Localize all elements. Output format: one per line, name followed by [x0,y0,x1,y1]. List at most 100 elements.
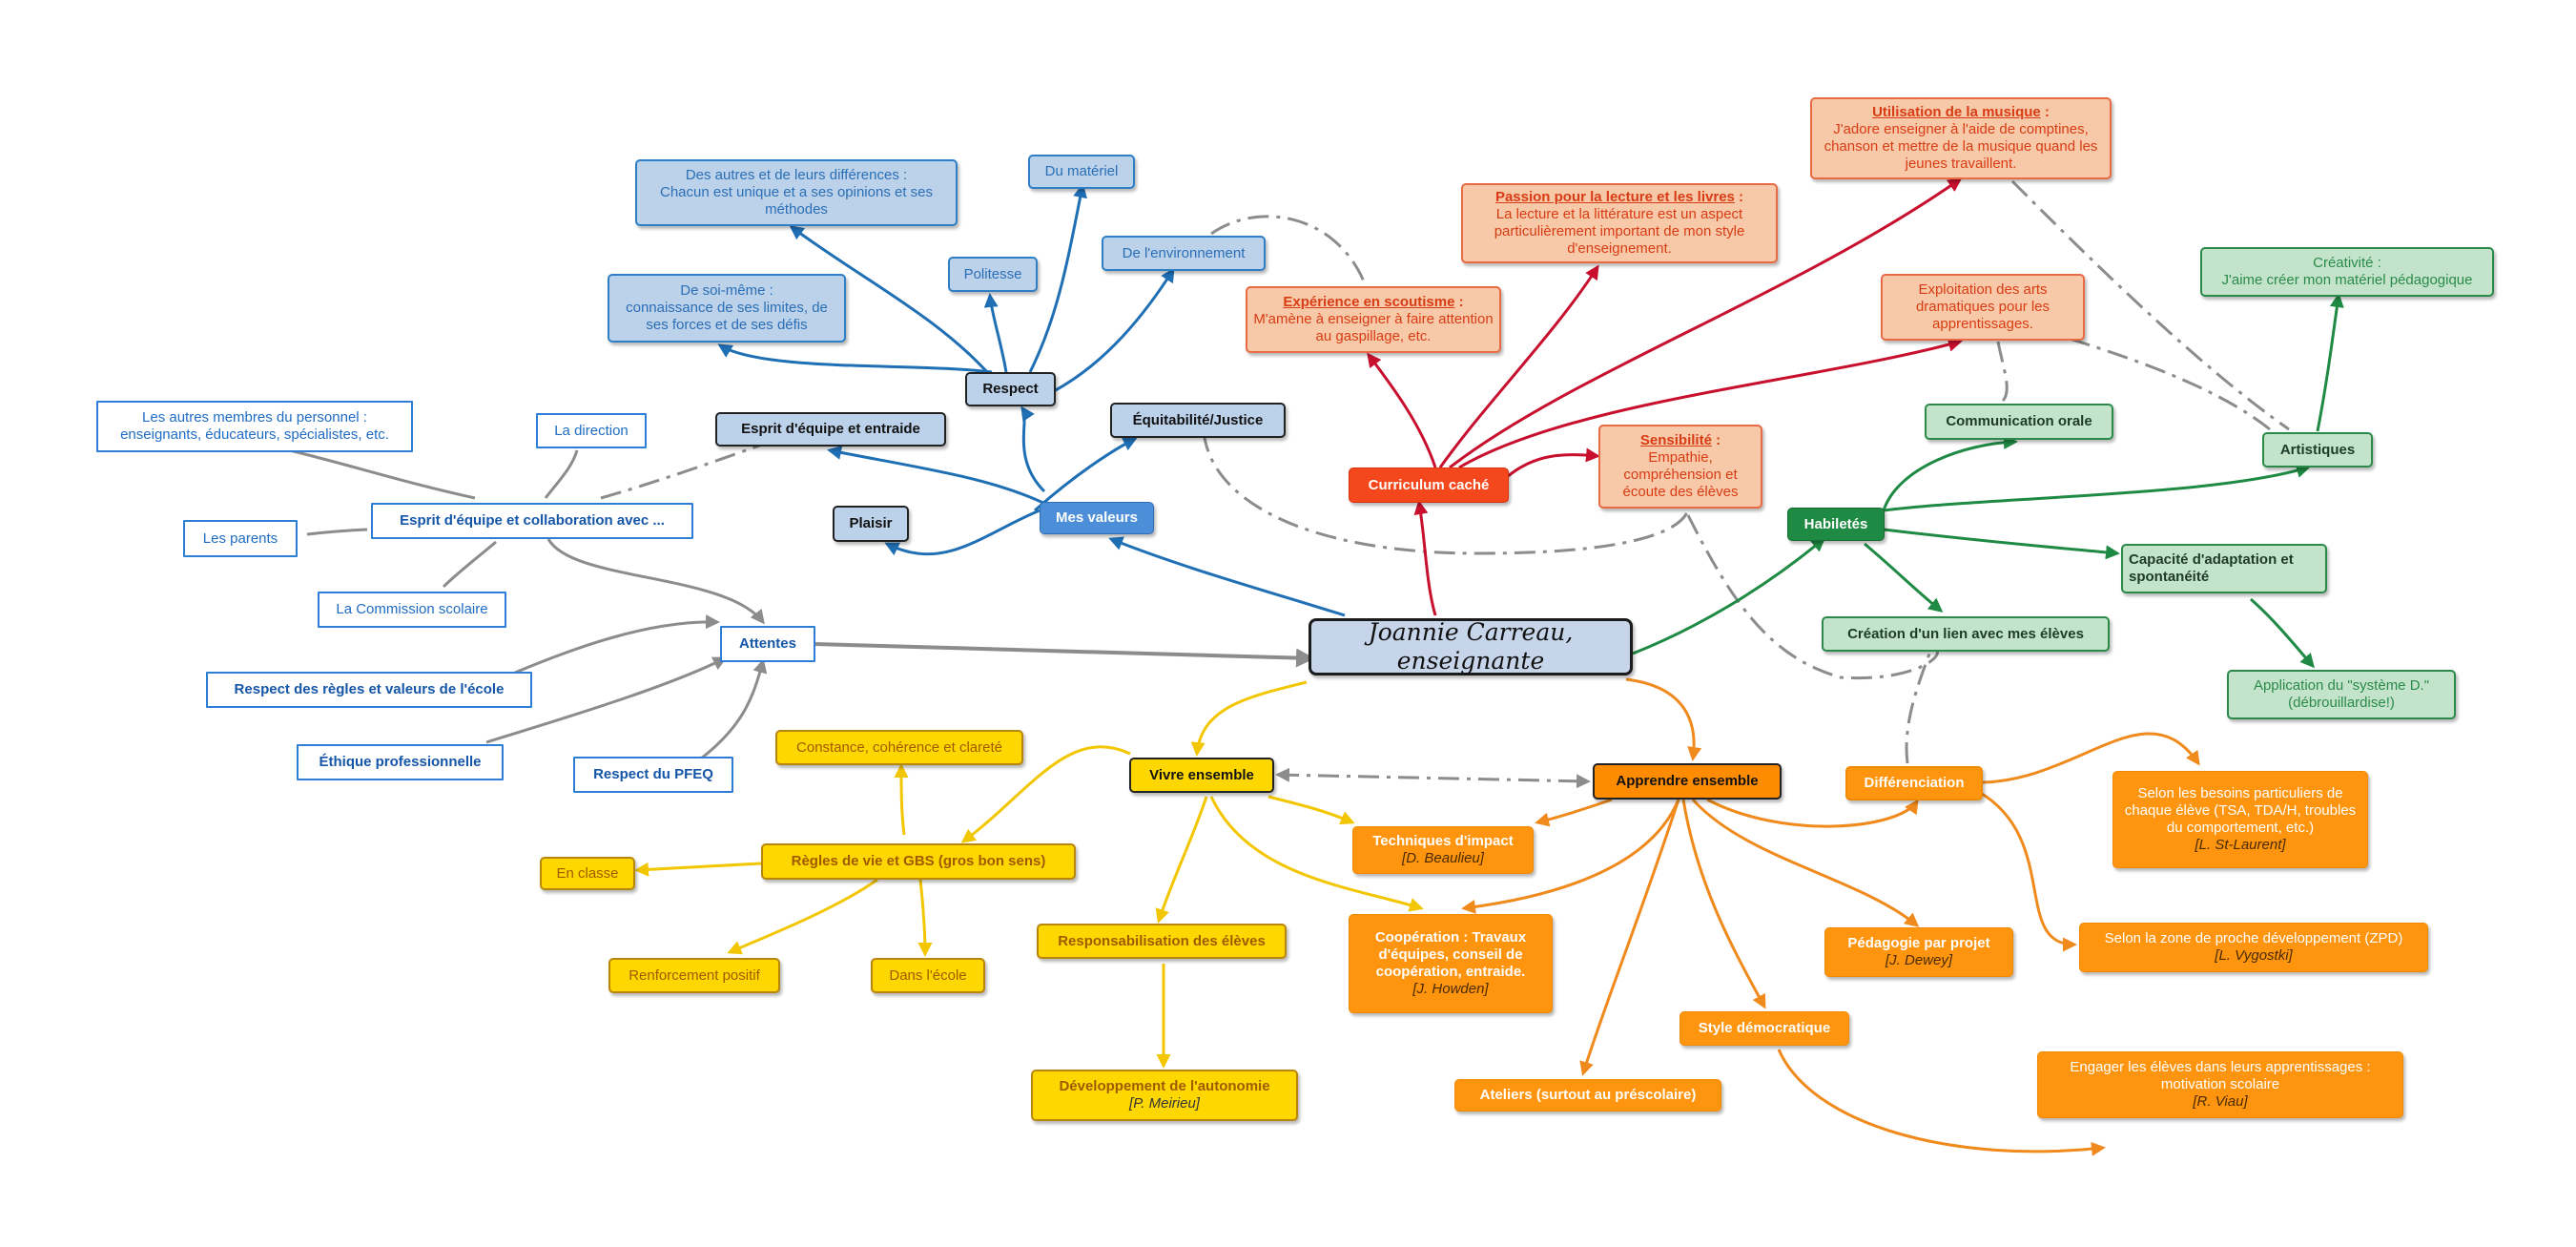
node-vivre-ensemble[interactable]: Vivre ensemble [1129,758,1274,793]
node-musique[interactable]: Utilisation de la musique : J'adore ense… [1810,97,2112,179]
node-soi-meme[interactable]: De soi-même :connaissance de ses limites… [608,274,846,343]
scoutisme-text: M'amène à enseigner à faire attention au… [1253,311,1494,344]
node-habiletes[interactable]: Habiletés [1787,508,1885,541]
autres-title: Des autres et de leurs différences : [685,167,908,183]
node-respect-regles[interactable]: Respect des règles et valeurs de l'école [206,672,532,708]
node-autonomie[interactable]: Développement de l'autonomie[P. Meirieu] [1031,1070,1298,1121]
node-respect[interactable]: Respect [965,372,1056,406]
creativite-title: Créativité : [2313,255,2381,271]
node-politesse[interactable]: Politesse [948,257,1038,292]
node-dans-ecole[interactable]: Dans l'école [871,958,985,993]
soi-meme-title: De soi-même : [680,282,773,299]
node-communication[interactable]: Communication orale [1925,404,2113,440]
cooperation-title: Coopération : Travaux d'équipes, conseil… [1374,929,1527,980]
node-engager[interactable]: Engager les élèves dans leurs apprentiss… [2037,1051,2403,1118]
node-sensibilite[interactable]: Sensibilité : Empathie, compréhension et… [1598,425,1762,509]
node-parents[interactable]: Les parents [183,520,298,557]
apprendre-label: Apprendre ensemble [1616,773,1759,789]
artistiques-label: Artistiques [2279,441,2356,458]
autres-text: Chacun est unique et a ses opinions et s… [659,184,934,218]
node-lien[interactable]: Création d'un lien avec mes élèves [1822,616,2110,652]
node-scoutisme[interactable]: Expérience en scoutisme : M'amène à ense… [1246,286,1501,353]
node-materiel[interactable]: Du matériel [1028,155,1135,189]
commission-label: La Commission scolaire [336,601,488,617]
scoutisme-title: Expérience en scoutisme [1283,294,1455,310]
pfeq-label: Respect du PFEQ [593,766,713,782]
node-esprit-equipe[interactable]: Esprit d'équipe et entraide [715,412,946,447]
node-renforcement[interactable]: Renforcement positif [608,958,780,993]
lecture-title: Passion pour la lecture et les livres [1494,189,1735,205]
engager-text: Engager les élèves dans leurs apprentiss… [2070,1059,2371,1092]
node-direction[interactable]: La direction [536,413,647,448]
node-esprit-collab[interactable]: Esprit d'équipe et collaboration avec ..… [371,503,693,539]
node-pedagogie[interactable]: Pédagogie par projet[J. Dewey] [1824,927,2013,977]
node-apprendre-ensemble[interactable]: Apprendre ensemble [1593,763,1782,800]
style-label: Style démocratique [1698,1020,1831,1036]
node-autres[interactable]: Des autres et de leurs différences :Chac… [635,159,958,226]
besoins-text: Selon les besoins particuliers de chaque… [2124,785,2357,836]
creativite-text: J'aime créer mon matériel pédagogique [2221,272,2473,288]
node-creativite[interactable]: Créativité :J'aime créer mon matériel pé… [2200,247,2494,297]
ethique-label: Éthique professionnelle [319,754,482,770]
materiel-label: Du matériel [1044,163,1119,179]
node-arts[interactable]: Exploitation des arts dramatiques pour l… [1881,274,2085,341]
node-ethique[interactable]: Éthique professionnelle [297,744,504,780]
node-regles[interactable]: Règles de vie et GBS (gros bon sens) [761,843,1076,880]
node-plaisir[interactable]: Plaisir [833,506,909,542]
node-environnement[interactable]: De l'environnement [1102,236,1266,271]
node-ateliers[interactable]: Ateliers (surtout au préscolaire) [1454,1079,1721,1112]
node-lecture[interactable]: Passion pour la lecture et les livres : … [1461,183,1778,263]
respect-regles-label: Respect des règles et valeurs de l'école [234,681,505,697]
autonomie-title: Développement de l'autonomie [1059,1078,1270,1094]
node-zpd[interactable]: Selon la zone de proche développement (Z… [2079,923,2428,972]
center-node[interactable]: Joannie Carreau, enseignante [1309,618,1633,675]
sensibilite-text: Empathie, compréhension et écoute des él… [1622,449,1739,500]
node-style[interactable]: Style démocratique [1680,1011,1849,1046]
pedagogie-ref: [J. Dewey] [1885,952,1953,968]
node-cooperation[interactable]: Coopération : Travaux d'équipes, conseil… [1349,914,1553,1013]
node-artistiques[interactable]: Artistiques [2262,432,2373,468]
node-pfeq[interactable]: Respect du PFEQ [573,757,733,793]
systeme-d-label: Application du "système D." (débrouillar… [2253,677,2430,711]
node-en-classe[interactable]: En classe [540,857,635,890]
node-constance[interactable]: Constance, cohérence et clareté [775,730,1023,765]
musique-text: J'adore enseigner à l'aide de comptines,… [1824,121,2098,172]
node-techniques[interactable]: Techniques d'impact[D. Beaulieu] [1352,826,1534,874]
environnement-label: De l'environnement [1122,244,1246,261]
node-systeme-d[interactable]: Application du "système D." (débrouillar… [2227,670,2456,719]
arts-text: Exploitation des arts dramatiques pour l… [1915,281,2050,332]
lecture-text: La lecture et la littérature est un aspe… [1494,206,1745,257]
links-gray-dashed [600,179,2290,764]
engager-ref: [R. Viau] [2193,1093,2248,1110]
direction-label: La direction [554,422,629,439]
node-curriculum[interactable]: Curriculum caché [1349,468,1509,503]
besoins-ref: [L. St-Laurent] [2195,837,2286,853]
lecture-colon: : [1734,189,1744,205]
links-yellow [634,680,1424,1069]
links-gray [280,447,1591,789]
sensibilite-title: Sensibilité [1639,432,1712,448]
node-responsabilisation[interactable]: Responsabilisation des élèves [1037,924,1287,959]
node-besoins[interactable]: Selon les besoins particuliers de chaque… [2112,771,2368,868]
node-adaptation[interactable]: Capacité d'adaptation et spontanéité [2121,544,2327,593]
node-personnel[interactable]: Les autres membres du personnel : enseig… [96,401,413,452]
node-equite[interactable]: Équitabilité/Justice [1110,403,1286,438]
sensibilite-colon: : [1711,432,1721,448]
techniques-ref: [D. Beaulieu] [1402,850,1484,866]
links-green [1632,293,2344,669]
esprit-equipe-label: Esprit d'équipe et entraide [741,421,920,437]
node-differenciation[interactable]: Différenciation [1845,766,1983,800]
differenciation-label: Différenciation [1864,775,1965,791]
node-attentes[interactable]: Attentes [720,626,815,662]
pedagogie-title: Pédagogie par projet [1847,935,1990,951]
lien-label: Création d'un lien avec mes élèves [1847,625,2084,642]
node-commission[interactable]: La Commission scolaire [318,592,506,628]
politesse-label: Politesse [963,265,1022,282]
responsabilisation-label: Responsabilisation des élèves [1058,932,1266,949]
scoutisme-colon: : [1454,294,1464,310]
zpd-ref: [L. Vygostki] [2215,947,2293,964]
autonomie-ref: [P. Meirieu] [1129,1095,1200,1112]
node-mes-valeurs[interactable]: Mes valeurs [1040,502,1154,534]
parents-label: Les parents [202,530,278,547]
esprit-collab-label: Esprit d'équipe et collaboration avec ..… [400,512,665,529]
